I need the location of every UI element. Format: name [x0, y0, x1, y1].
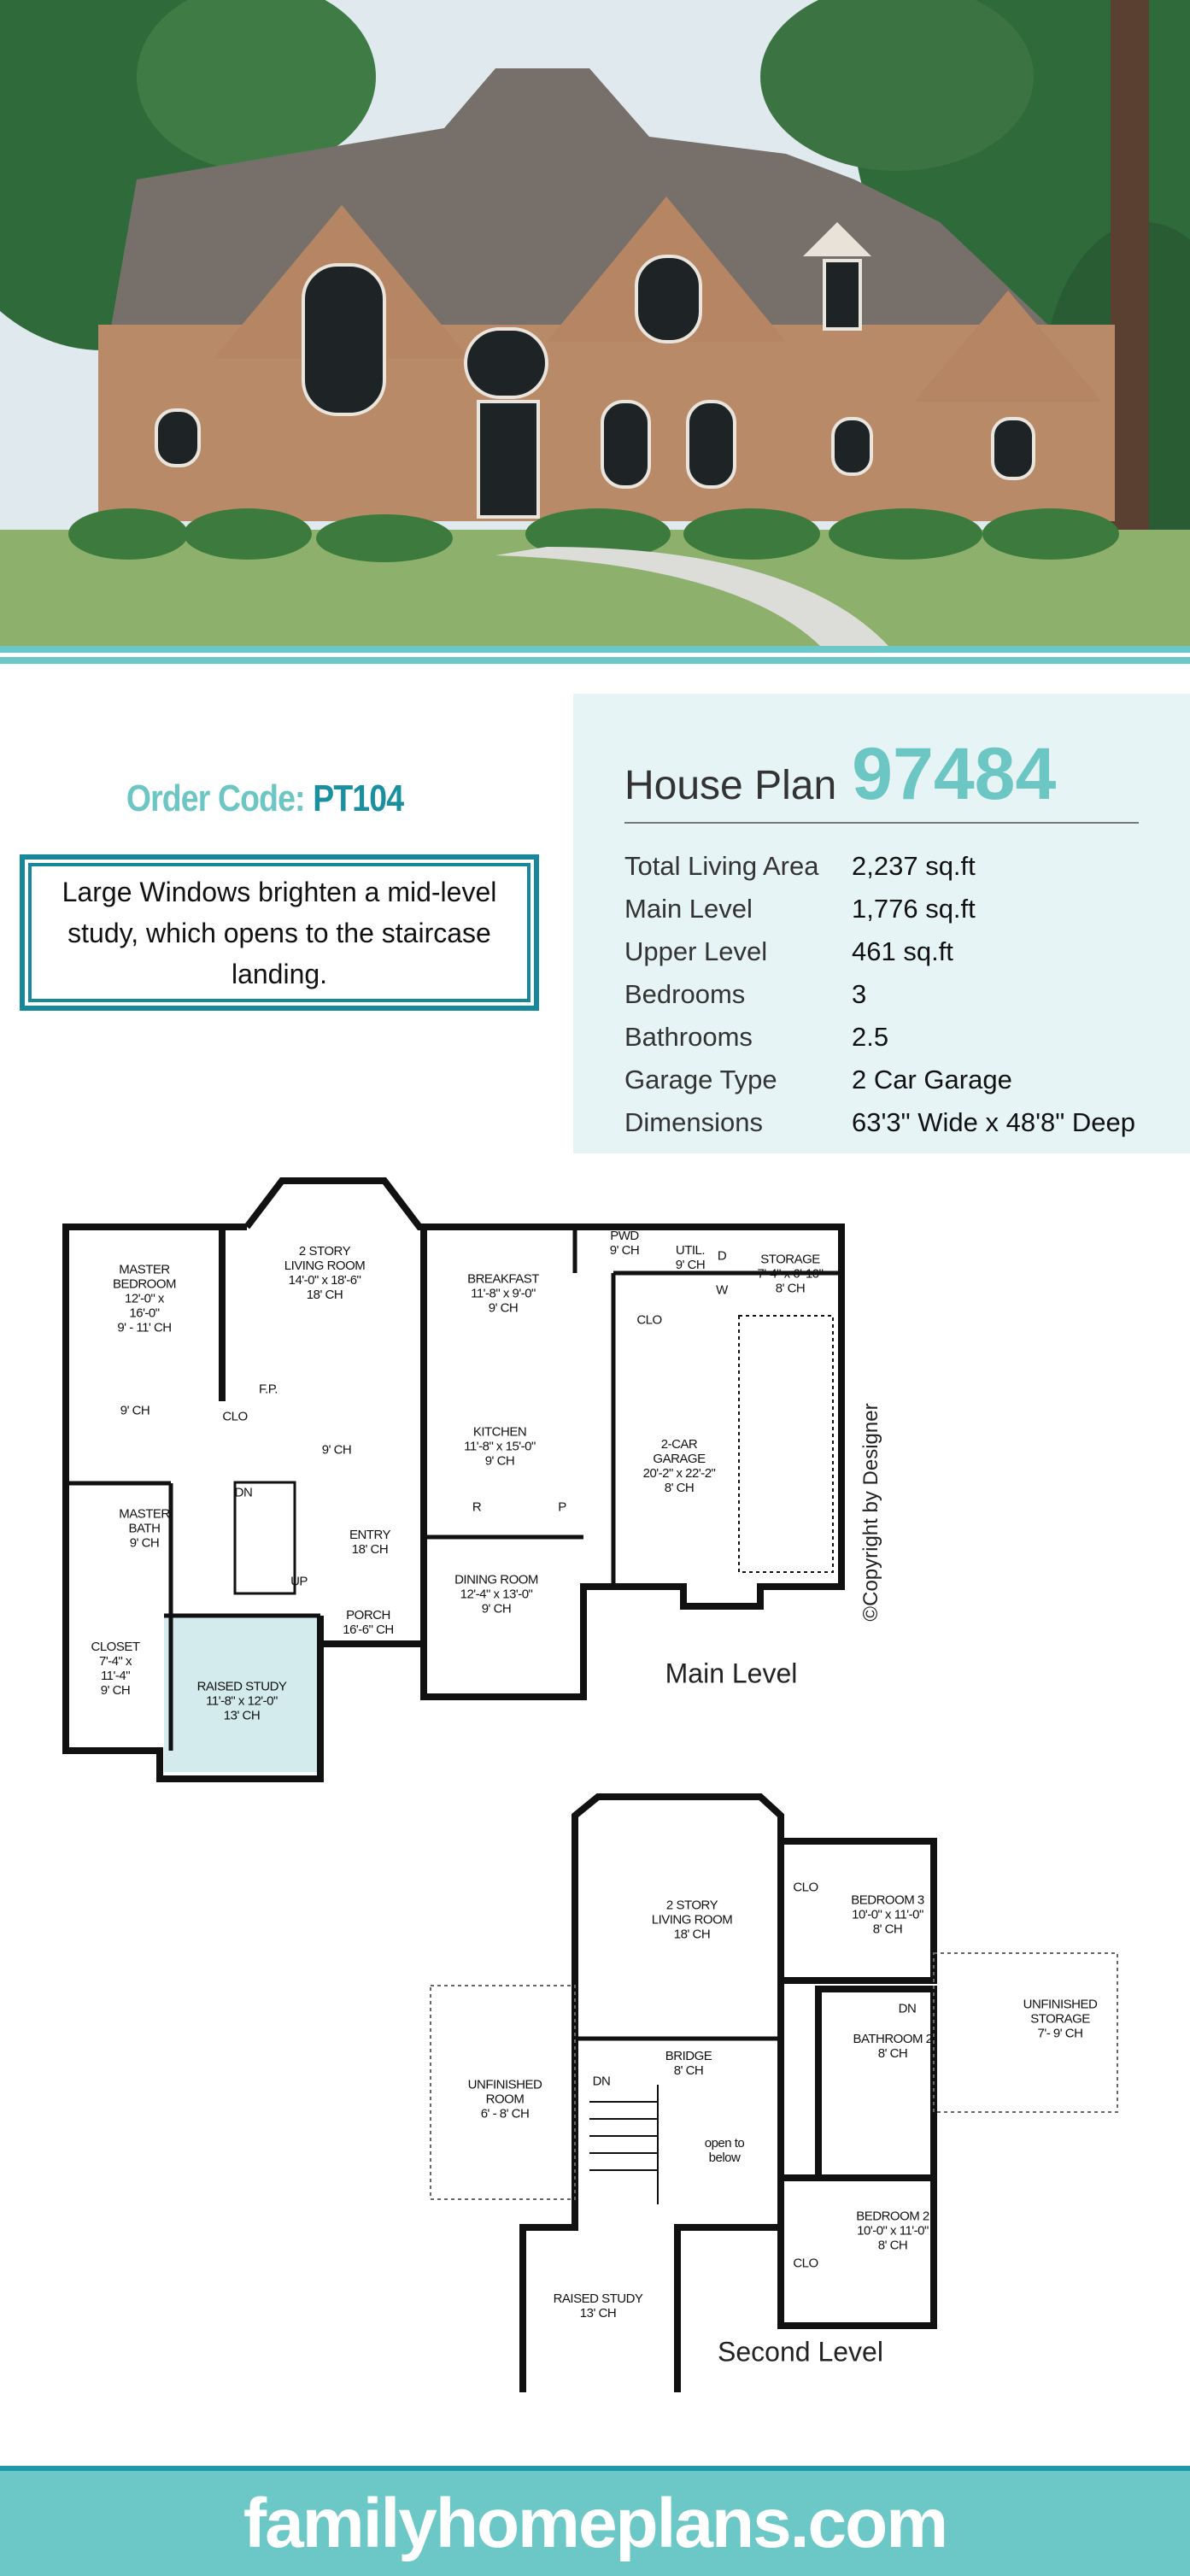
- spec-label: Bedrooms: [624, 979, 746, 1009]
- tree-trunk: [1111, 0, 1149, 615]
- room-porch: PORCH 16'-6" CH: [343, 1608, 394, 1637]
- room-closet: CLOSET 7'-4" x 11'-4" 9' CH: [91, 1640, 140, 1698]
- room-bedroom-2: BEDROOM 2 10'-0" x 11'-0" 8' CH: [856, 2209, 929, 2253]
- room-living-room: 2 STORY LIVING ROOM 14'-0" x 18'-6" 18' …: [284, 1244, 366, 1302]
- spec-label: Dimensions: [624, 1107, 763, 1137]
- spec-label: Total Living Area: [624, 851, 819, 881]
- plan-title: House Plan 97484: [624, 732, 1056, 817]
- room-unfinished-room: UNFINISHED ROOM 6' - 8' CH: [467, 2077, 542, 2121]
- dryer-label: D: [717, 1248, 727, 1264]
- room-closet-hall: CLO: [222, 1409, 248, 1424]
- room-master-bath: MASTER BATH 9' CH: [119, 1506, 170, 1551]
- room-closet-bedroom-2: CLO: [793, 2256, 818, 2271]
- hall-left-label: 9' CH: [120, 1403, 150, 1418]
- hall-center-label: 9' CH: [321, 1442, 352, 1458]
- room-dining: DINING ROOM 12'-4" x 13'-0" 9' CH: [454, 1572, 538, 1617]
- plan-number: 97484: [852, 733, 1057, 815]
- spec-value: 2 Car Garage: [852, 1065, 1012, 1094]
- header-stripe-top: [0, 646, 1190, 653]
- stair-down-right-label: DN: [898, 2001, 917, 2016]
- floor-plans: [62, 1177, 1118, 2392]
- spec-row: Total Living Area 2,237 sq.ft: [624, 851, 976, 882]
- front-path: [495, 547, 888, 646]
- room-closet-utility: CLO: [636, 1312, 662, 1328]
- spec-row: Garage Type 2 Car Garage: [624, 1065, 1012, 1095]
- stair-up-label: UP: [290, 1574, 308, 1589]
- room-living-room-upper: 2 STORY LIVING ROOM 18' CH: [651, 1898, 733, 1942]
- spec-row: Upper Level 461 sq.ft: [624, 936, 953, 967]
- washer-label: W: [716, 1282, 728, 1298]
- spec-value: 63'3" Wide x 48'8" Deep: [852, 1107, 1135, 1137]
- order-code: Order Code: PT104: [40, 777, 490, 820]
- spec-label: Bathrooms: [624, 1022, 753, 1052]
- spec-row: Dimensions 63'3" Wide x 48'8" Deep: [624, 1107, 1135, 1138]
- windows: [155, 255, 1035, 519]
- room-closet-bedroom-3: CLO: [793, 1880, 818, 1895]
- spec-value: 461 sq.ft: [852, 936, 953, 966]
- room-master-bedroom: MASTER BEDROOM 12'-0" x 16'-0" 9' - 11' …: [112, 1262, 177, 1335]
- room-storage: STORAGE 7'-4" x 6'-10" 8' CH: [757, 1252, 824, 1296]
- room-raised-study: RAISED STUDY 11'-8" x 12'-0" 13' CH: [196, 1679, 287, 1723]
- spec-value: 3: [852, 979, 867, 1009]
- spec-label: Upper Level: [624, 936, 768, 966]
- spec-row: Bedrooms 3: [624, 979, 866, 1010]
- stair-down-label: DN: [234, 1485, 253, 1500]
- copyright-notice: ©Copyright by Designer: [859, 1403, 882, 1622]
- pantry-label: P: [558, 1499, 566, 1515]
- second-level-plan: [430, 1793, 1118, 2392]
- shrubs: [68, 508, 1119, 562]
- description-box: Large Windows brighten a mid-level study…: [20, 854, 539, 1011]
- room-breakfast: BREAKFAST 11'-8" x 9'-0" 9' CH: [467, 1271, 539, 1316]
- open-to-below-label: open to below: [704, 2136, 745, 2165]
- spec-row: Main Level 1,776 sq.ft: [624, 894, 976, 924]
- spec-label: Garage Type: [624, 1065, 777, 1094]
- main-level-label: Main Level: [665, 1658, 798, 1689]
- room-raised-study-upper: RAISED STUDY 13' CH: [553, 2291, 643, 2321]
- fireplace-label: F.P.: [259, 1382, 278, 1397]
- spec-value: 1,776 sq.ft: [852, 894, 976, 924]
- second-level-label: Second Level: [718, 2336, 883, 2368]
- spec-value: 2.5: [852, 1022, 889, 1052]
- room-bedroom-3: BEDROOM 3 10'-0" x 11'-0" 8' CH: [851, 1892, 924, 1937]
- header-stripe-bottom: [0, 657, 1190, 664]
- divider: [624, 822, 1139, 824]
- footer-banner: familyhomeplans.com: [0, 2466, 1190, 2576]
- plan-info-panel: House Plan 97484 Total Living Area 2,237 s…: [573, 694, 1190, 1153]
- spec-label: Main Level: [624, 894, 753, 924]
- room-utility: UTIL. 9' CH: [675, 1243, 706, 1272]
- description-text: Large Windows brighten a mid-level study…: [62, 876, 497, 989]
- plan-title-label: House Plan: [624, 763, 837, 808]
- spec-row: Bathrooms 2.5: [624, 1022, 888, 1053]
- raised-study-highlight: [164, 1616, 317, 1772]
- house-rendering: [0, 0, 1190, 646]
- stair-down-left-label: DN: [592, 2074, 611, 2089]
- refrigerator-label: R: [472, 1499, 482, 1515]
- main-level-plan: [62, 1177, 845, 1782]
- order-code-label: Order Code:: [126, 777, 306, 819]
- room-bridge: BRIDGE 8' CH: [665, 2049, 712, 2078]
- room-kitchen: KITCHEN 11'-8" x 15'-0" 9' CH: [464, 1424, 536, 1469]
- site-url[interactable]: familyhomeplans.com: [243, 2484, 948, 2562]
- room-unfinished-storage: UNFINISHED STORAGE 7'- 9' CH: [1023, 1997, 1098, 2041]
- room-garage: 2-CAR GARAGE 20'-2" x 22'-2" 8' CH: [642, 1437, 716, 1495]
- room-bathroom-2: BATHROOM 2 8' CH: [853, 2032, 933, 2061]
- order-code-value: PT104: [313, 777, 404, 819]
- room-powder: PWD 9' CH: [609, 1229, 640, 1258]
- spec-value: 2,237 sq.ft: [852, 851, 976, 881]
- room-entry: ENTRY 18' CH: [349, 1528, 391, 1557]
